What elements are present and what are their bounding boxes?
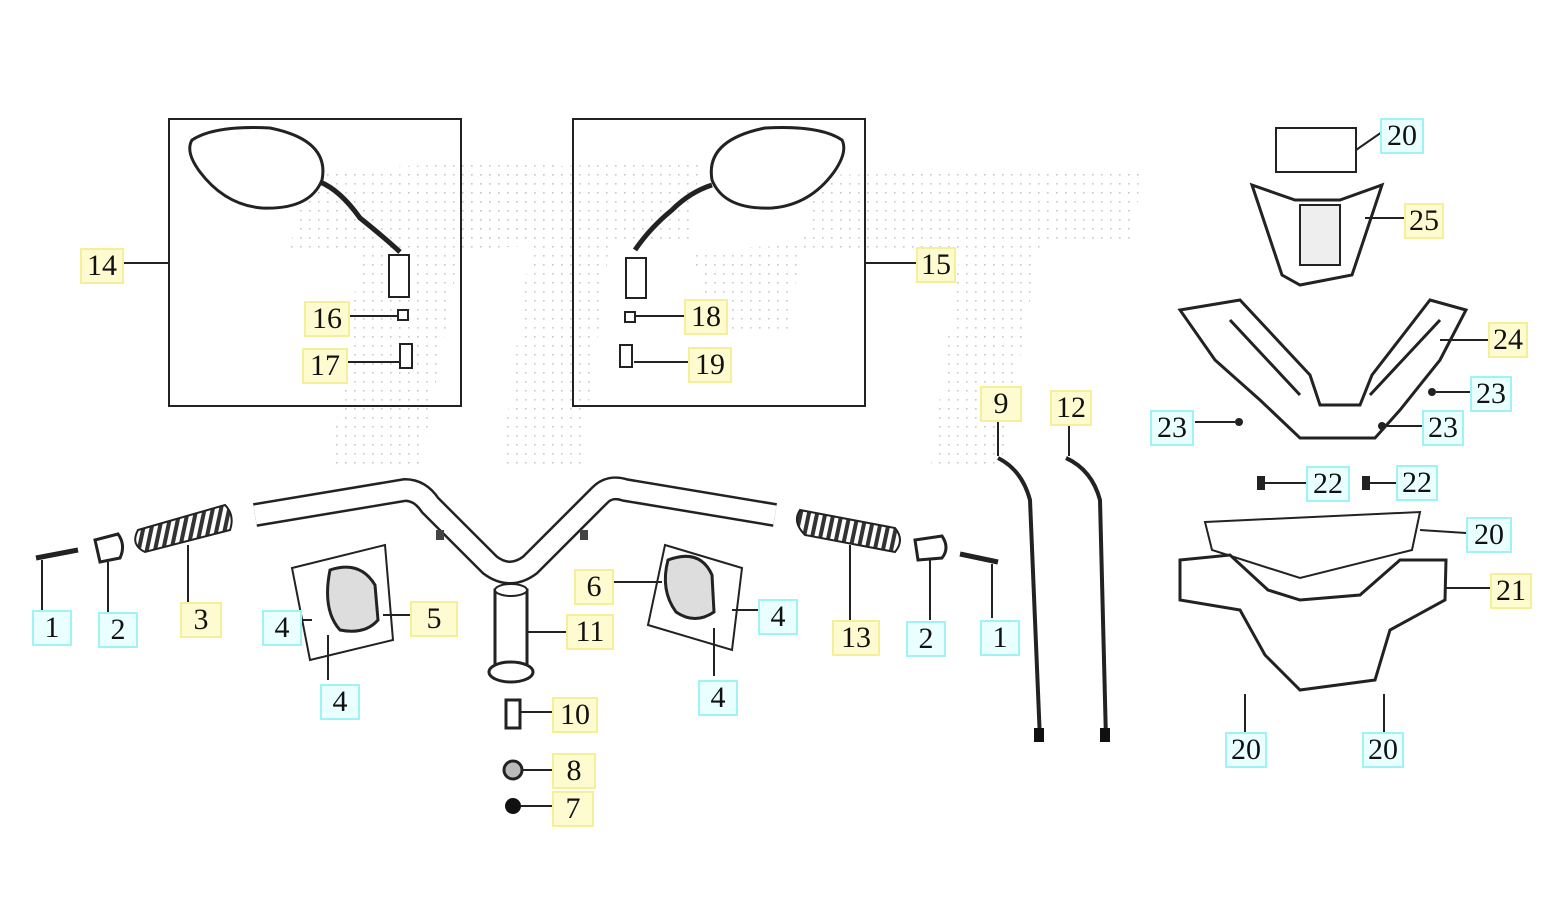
left-grip-set	[35, 503, 233, 614]
front-cover-lower	[1178, 476, 1490, 732]
cables	[997, 420, 1110, 742]
left-switch	[286, 543, 410, 680]
callout-12: 12	[1050, 390, 1092, 426]
callout-22-a: 22	[1306, 466, 1350, 502]
callout-1-right: 1	[980, 620, 1020, 656]
callout-23-a: 23	[1470, 376, 1512, 412]
front-cover-middle	[1177, 298, 1488, 440]
callout-20-bottom-right: 20	[1362, 732, 1404, 768]
callout-16: 16	[304, 301, 350, 337]
callout-7: 7	[552, 791, 594, 827]
callout-17: 17	[302, 348, 348, 384]
front-cover-top	[1249, 127, 1405, 287]
callout-24: 24	[1488, 322, 1528, 358]
mirror-left-box	[121, 118, 462, 407]
fasteners	[502, 698, 552, 814]
callout-8: 8	[552, 753, 596, 789]
callout-4-d: 4	[698, 680, 738, 716]
handlebar	[253, 476, 777, 684]
callout-20-middle: 20	[1466, 517, 1512, 553]
callout-19: 19	[688, 347, 732, 383]
callout-20-bottom-left: 20	[1225, 732, 1267, 768]
callout-10: 10	[552, 697, 598, 733]
callout-21: 21	[1490, 573, 1532, 609]
callout-13: 13	[832, 620, 880, 656]
callout-20-top: 20	[1380, 118, 1424, 154]
right-switch	[610, 543, 758, 676]
callout-4-c: 4	[758, 599, 798, 635]
callout-4-a: 4	[262, 610, 302, 646]
callout-5: 5	[410, 601, 458, 637]
callout-11: 11	[566, 614, 614, 650]
callout-1-left: 1	[32, 610, 72, 646]
callout-4-b: 4	[320, 684, 360, 720]
mirror-right-box	[572, 118, 916, 407]
callout-2-right: 2	[906, 621, 946, 657]
callout-22-b: 22	[1396, 465, 1438, 501]
callout-2-left: 2	[98, 612, 138, 648]
callout-23-b: 23	[1150, 410, 1194, 446]
callout-25: 25	[1404, 203, 1444, 239]
right-grip-set	[795, 508, 999, 620]
callout-14: 14	[80, 248, 124, 284]
callout-9: 9	[980, 386, 1022, 422]
mirror-right-head	[709, 126, 846, 210]
callout-3: 3	[180, 602, 222, 638]
callout-23-c: 23	[1422, 410, 1464, 446]
callout-6: 6	[574, 569, 614, 605]
mirror-left-head	[188, 126, 325, 210]
callout-18: 18	[684, 299, 728, 335]
callout-15: 15	[916, 247, 956, 283]
